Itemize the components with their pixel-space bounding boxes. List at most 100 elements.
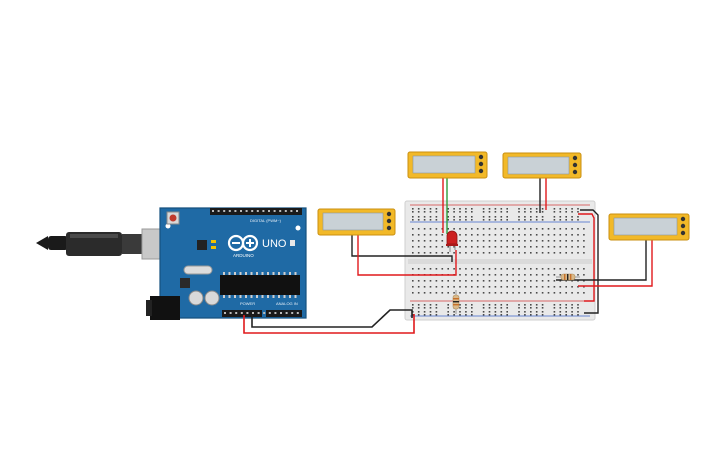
bb-hole xyxy=(441,268,444,270)
bb-hole xyxy=(583,280,585,282)
bb-rail-hole xyxy=(494,211,497,213)
bb-hole xyxy=(547,252,550,254)
bb-hole xyxy=(524,292,526,294)
header-pin xyxy=(268,210,270,212)
bb-rail-hole xyxy=(453,211,455,213)
bb-hole xyxy=(412,246,414,248)
bb-hole xyxy=(412,228,414,230)
chip-pin xyxy=(250,295,253,298)
bb-rail-hole xyxy=(565,208,567,210)
bb-rail-hole xyxy=(412,219,414,221)
bb-hole xyxy=(423,252,426,254)
bb-rail-hole xyxy=(500,314,503,316)
red-led[interactable] xyxy=(446,230,458,252)
bb-rail-hole xyxy=(429,304,432,306)
usb-cable[interactable] xyxy=(36,228,171,260)
bb-hole xyxy=(471,252,473,254)
bb-hole xyxy=(512,268,514,270)
resistor-2[interactable] xyxy=(556,273,580,281)
bb-rail-hole xyxy=(465,304,467,306)
header-pin xyxy=(217,210,220,212)
bb-hole xyxy=(565,292,567,294)
chip-pin xyxy=(289,272,291,275)
bb-hole xyxy=(488,240,491,242)
chip-pin xyxy=(261,272,264,275)
bb-rail-hole xyxy=(412,216,414,218)
bb-rail-hole xyxy=(482,211,485,213)
bb-hole xyxy=(512,292,514,294)
chip-pin xyxy=(234,272,236,275)
wire-meter4-red[interactable] xyxy=(578,239,653,287)
bb-hole xyxy=(583,228,585,230)
bb-hole xyxy=(459,268,461,270)
bb-hole xyxy=(412,292,414,294)
bb-hole xyxy=(476,228,479,230)
bb-rail-hole xyxy=(571,219,573,221)
bb-hole xyxy=(447,292,449,294)
bb-rail-hole xyxy=(506,314,508,316)
analog-header[interactable] xyxy=(266,310,302,317)
bb-hole xyxy=(512,286,514,288)
bb-rail-hole xyxy=(535,307,538,309)
bb-hole xyxy=(535,246,538,248)
bb-rail-hole xyxy=(423,216,426,218)
multimeter-4[interactable] xyxy=(608,213,690,241)
arduino-board[interactable]: DIGITAL (PWM~) UNO ARDUINO P xyxy=(146,207,307,320)
bb-hole xyxy=(465,240,467,242)
bb-rail-hole xyxy=(417,208,420,210)
bb-hole xyxy=(506,246,508,248)
bb-hole xyxy=(535,252,538,254)
breadboard[interactable] xyxy=(404,200,596,321)
bb-rail-hole xyxy=(429,307,432,309)
bb-rail-hole xyxy=(494,311,497,313)
bb-hole xyxy=(488,292,491,294)
wire-gnd[interactable] xyxy=(251,309,413,328)
wire-right-black[interactable] xyxy=(580,209,599,314)
bb-hole xyxy=(471,234,473,236)
bb-rail-hole xyxy=(435,314,438,316)
bb-hole xyxy=(441,234,444,236)
chip-pin xyxy=(239,272,242,275)
wire-meter1-black[interactable] xyxy=(351,234,453,262)
chip-pin xyxy=(256,295,258,298)
multimeter-2[interactable] xyxy=(407,151,488,179)
wire-meter1-red[interactable] xyxy=(357,234,457,276)
bb-hole xyxy=(518,292,520,294)
wire-meter4-black[interactable] xyxy=(556,239,647,281)
bb-hole xyxy=(506,234,508,236)
bb-rail-hole xyxy=(488,211,491,213)
bb-rail-hole xyxy=(494,208,497,210)
bb-hole xyxy=(412,286,414,288)
bb-rail-hole xyxy=(488,307,491,309)
bb-hole xyxy=(577,228,579,230)
bb-rail-hole xyxy=(459,304,461,306)
header-pin xyxy=(228,210,231,212)
bb-hole xyxy=(541,268,544,270)
bb-rail-hole xyxy=(535,211,538,213)
bb-hole xyxy=(459,240,461,242)
bb-hole xyxy=(541,234,544,236)
bb-hole xyxy=(429,280,432,282)
digital-header[interactable] xyxy=(210,208,302,215)
bb-hole xyxy=(506,292,508,294)
bb-hole xyxy=(565,252,567,254)
bb-hole xyxy=(447,228,449,230)
multimeter-1[interactable] xyxy=(317,208,396,236)
bb-hole xyxy=(488,234,491,236)
bb-hole xyxy=(488,252,491,254)
resistor-1[interactable] xyxy=(452,290,460,314)
bb-hole xyxy=(506,252,508,254)
bb-rail-hole xyxy=(559,314,562,316)
multimeter-3[interactable] xyxy=(502,152,582,179)
bb-rail-hole xyxy=(423,211,426,213)
bb-rail-hole xyxy=(541,208,544,210)
bb-rail-hole xyxy=(577,219,579,221)
bb-hole xyxy=(535,228,538,230)
bb-hole xyxy=(412,280,414,282)
wire-right-red[interactable] xyxy=(578,213,595,302)
breadboard-holes[interactable] xyxy=(412,208,585,316)
usb-cable-strain-relief xyxy=(48,236,68,250)
wire-5v[interactable] xyxy=(243,314,415,334)
bb-hole xyxy=(423,268,426,270)
